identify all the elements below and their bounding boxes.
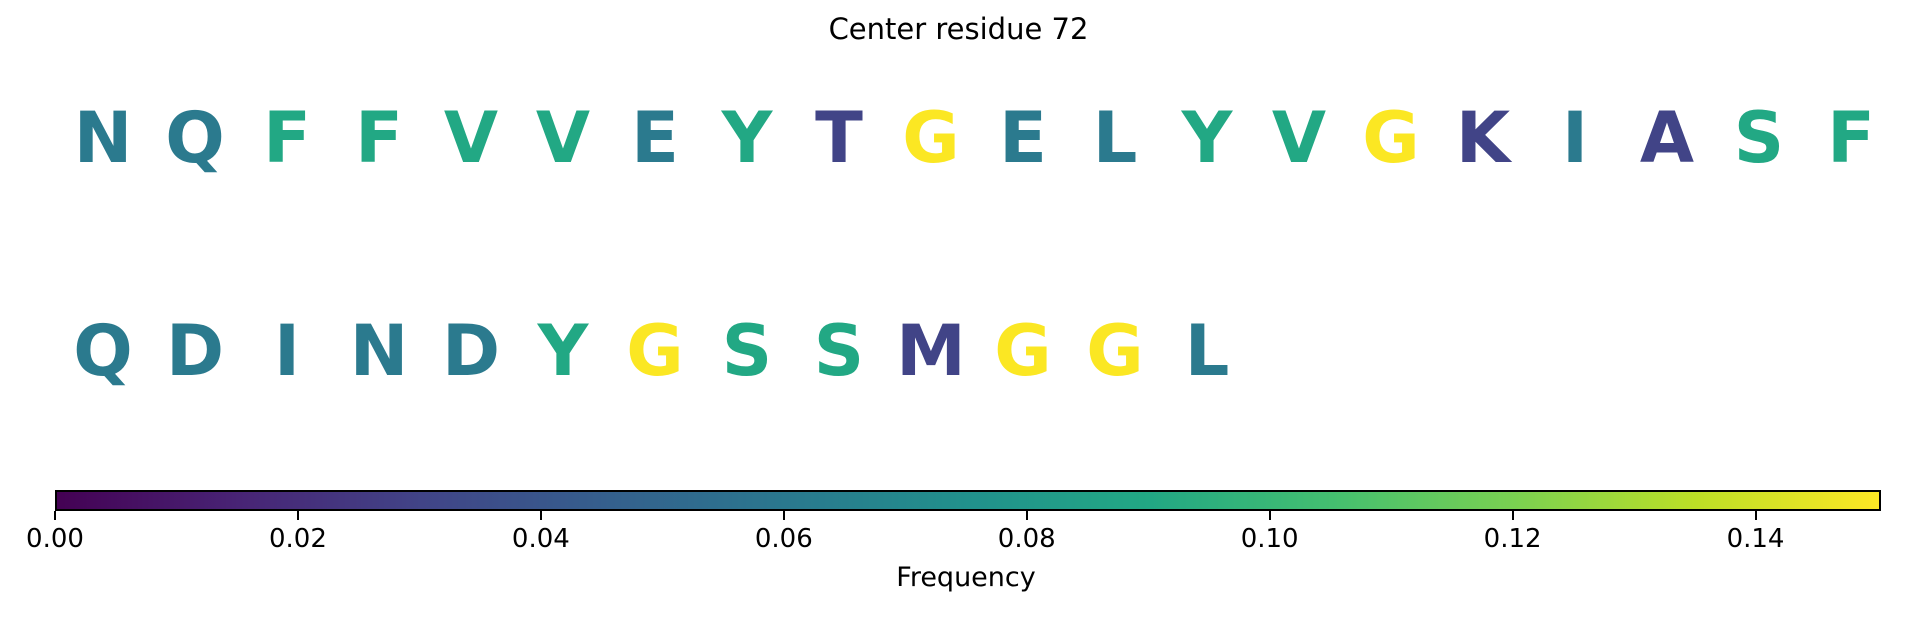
residue-letter: M <box>896 310 966 392</box>
colorbar-axis-label: Frequency <box>896 562 1036 593</box>
residue-letter: Y <box>721 97 773 179</box>
residue-letter: L <box>1092 97 1138 179</box>
residue-letter: S <box>1733 97 1785 179</box>
colorbar-tick-label: 0.06 <box>754 524 813 554</box>
residue-letter: I <box>273 310 301 392</box>
colorbar-tick-mark <box>539 511 542 520</box>
residue-letter: D <box>441 310 501 392</box>
residue-letter: K <box>1455 97 1511 179</box>
colorbar-tick-mark <box>54 511 56 520</box>
residue-letter: A <box>1639 97 1695 179</box>
residue-letter: G <box>1086 310 1144 392</box>
colorbar-tick-mark <box>1268 511 1271 520</box>
colorbar-tick-label: 0.08 <box>997 524 1056 554</box>
residue-letter: N <box>349 310 409 392</box>
colorbar-tick-label: 0.10 <box>1240 524 1299 554</box>
residue-letter: F <box>355 97 403 179</box>
residue-letter: G <box>902 97 960 179</box>
residue-letter: V <box>535 97 591 179</box>
residue-letter: V <box>1271 97 1327 179</box>
colorbar-tick-label: 0.12 <box>1483 524 1542 554</box>
residue-letter: S <box>813 310 865 392</box>
colorbar-tick-mark <box>296 511 299 520</box>
residue-letter: G <box>1362 97 1420 179</box>
residue-letter: Y <box>1181 97 1233 179</box>
residue-letter: V <box>443 97 499 179</box>
residue-letter: Q <box>165 97 225 179</box>
colorbar-tick-mark <box>1025 511 1028 520</box>
residue-letter: S <box>721 310 773 392</box>
residue-letter: G <box>626 310 684 392</box>
residue-letter: I <box>1561 97 1589 179</box>
colorbar-tick-label: 0.04 <box>511 524 570 554</box>
colorbar-tick-label: 0.02 <box>268 524 327 554</box>
colorbar-tick-mark <box>782 511 785 520</box>
frequency-colorbar <box>55 490 1881 511</box>
colorbar-tick-mark <box>1754 511 1757 520</box>
residue-letter: E <box>999 97 1047 179</box>
residue-letter: T <box>815 97 863 179</box>
chart-title: Center residue 72 <box>828 12 1089 46</box>
residue-letter: Q <box>73 310 133 392</box>
residue-letter: F <box>263 97 311 179</box>
residue-letter: F <box>1827 97 1875 179</box>
colorbar-tick-label: 0.00 <box>26 524 84 554</box>
residue-letter: L <box>1184 310 1230 392</box>
colorbar-tick-label: 0.14 <box>1726 524 1785 554</box>
colorbar-tick-mark <box>1511 511 1514 520</box>
residue-letter: E <box>631 97 679 179</box>
residue-letter: N <box>73 97 133 179</box>
residue-letter: Y <box>537 310 589 392</box>
residue-letter: G <box>994 310 1052 392</box>
residue-letter: D <box>165 310 225 392</box>
